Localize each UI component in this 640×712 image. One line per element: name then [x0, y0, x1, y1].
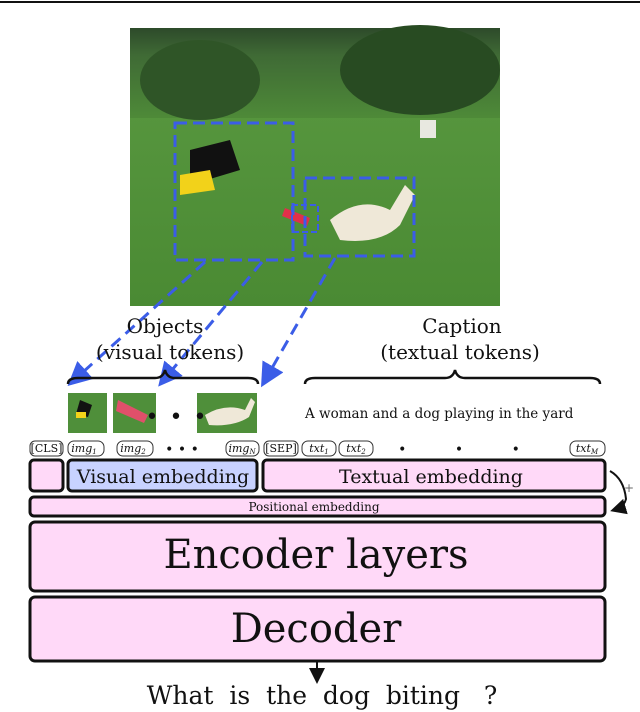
- positional-embedding-label: Positional embedding: [248, 500, 379, 514]
- token-sep: [SEP]: [265, 442, 297, 455]
- textual-embedding-label: Textual embedding: [339, 466, 523, 488]
- svg-text:img1: img1: [71, 442, 96, 456]
- token-txt1: txt: [309, 442, 325, 455]
- positional-embedding-block: [28, 495, 607, 518]
- token-dots-visual: • • •: [165, 442, 199, 458]
- encoder-block: [28, 520, 607, 593]
- token-dots-textual: • • •: [398, 442, 542, 458]
- caption-text: A woman and a dog playing in the yard: [304, 406, 574, 422]
- object-arrows: [67, 257, 337, 388]
- token-txt1-sub: 1: [324, 448, 328, 456]
- objects-brace: [66, 369, 260, 385]
- svg-text:img2: img2: [120, 442, 146, 456]
- token-imgN: img: [228, 442, 249, 455]
- caption-label: Caption: [422, 314, 502, 338]
- token-txtM: txt: [576, 442, 592, 455]
- decoder-label: Decoder: [231, 606, 403, 652]
- object-thumbnails: [68, 393, 257, 433]
- svg-text:txtM: txtM: [576, 442, 599, 456]
- add-arrow: [609, 470, 628, 515]
- token-cls: [CLS]: [31, 442, 63, 455]
- plus-sign: +: [624, 481, 634, 495]
- token-img2-sub: 2: [140, 448, 146, 456]
- token-imgN-sub: N: [248, 448, 256, 456]
- token-txt2-sub: 2: [360, 448, 366, 456]
- svg-text:txt2: txt2: [346, 442, 366, 456]
- svg-text:txt1: txt1: [309, 442, 329, 456]
- token-txtM-sub: M: [590, 448, 599, 456]
- textual-embedding-block: [261, 458, 607, 493]
- question-text: What is the dog biting ?: [147, 681, 498, 710]
- svg-text:imgN: imgN: [228, 442, 256, 456]
- token-img2: img: [120, 442, 141, 455]
- token-img1: img: [71, 442, 92, 455]
- token-img1-sub: 1: [92, 448, 96, 456]
- visual-tokens-label: (visual tokens): [96, 340, 244, 364]
- visual-embedding-label: Visual embedding: [76, 466, 249, 488]
- token-row: [CLS] img1 img2 • • • imgN [SEP] txt1 tx…: [29, 440, 606, 458]
- objects-label: Objects: [127, 314, 204, 338]
- encoder-label: Encoder layers: [163, 532, 468, 578]
- textual-tokens-label: (textual tokens): [380, 340, 540, 364]
- dog-figure: [330, 185, 415, 241]
- token-txt2: txt: [346, 442, 362, 455]
- thumbnail-dots: • • •: [146, 405, 209, 430]
- caption-brace: [303, 369, 602, 385]
- cls-embedding: [28, 458, 65, 493]
- visual-embedding-block: [66, 458, 259, 493]
- photo: [130, 25, 500, 306]
- object-boxes: [173, 121, 416, 262]
